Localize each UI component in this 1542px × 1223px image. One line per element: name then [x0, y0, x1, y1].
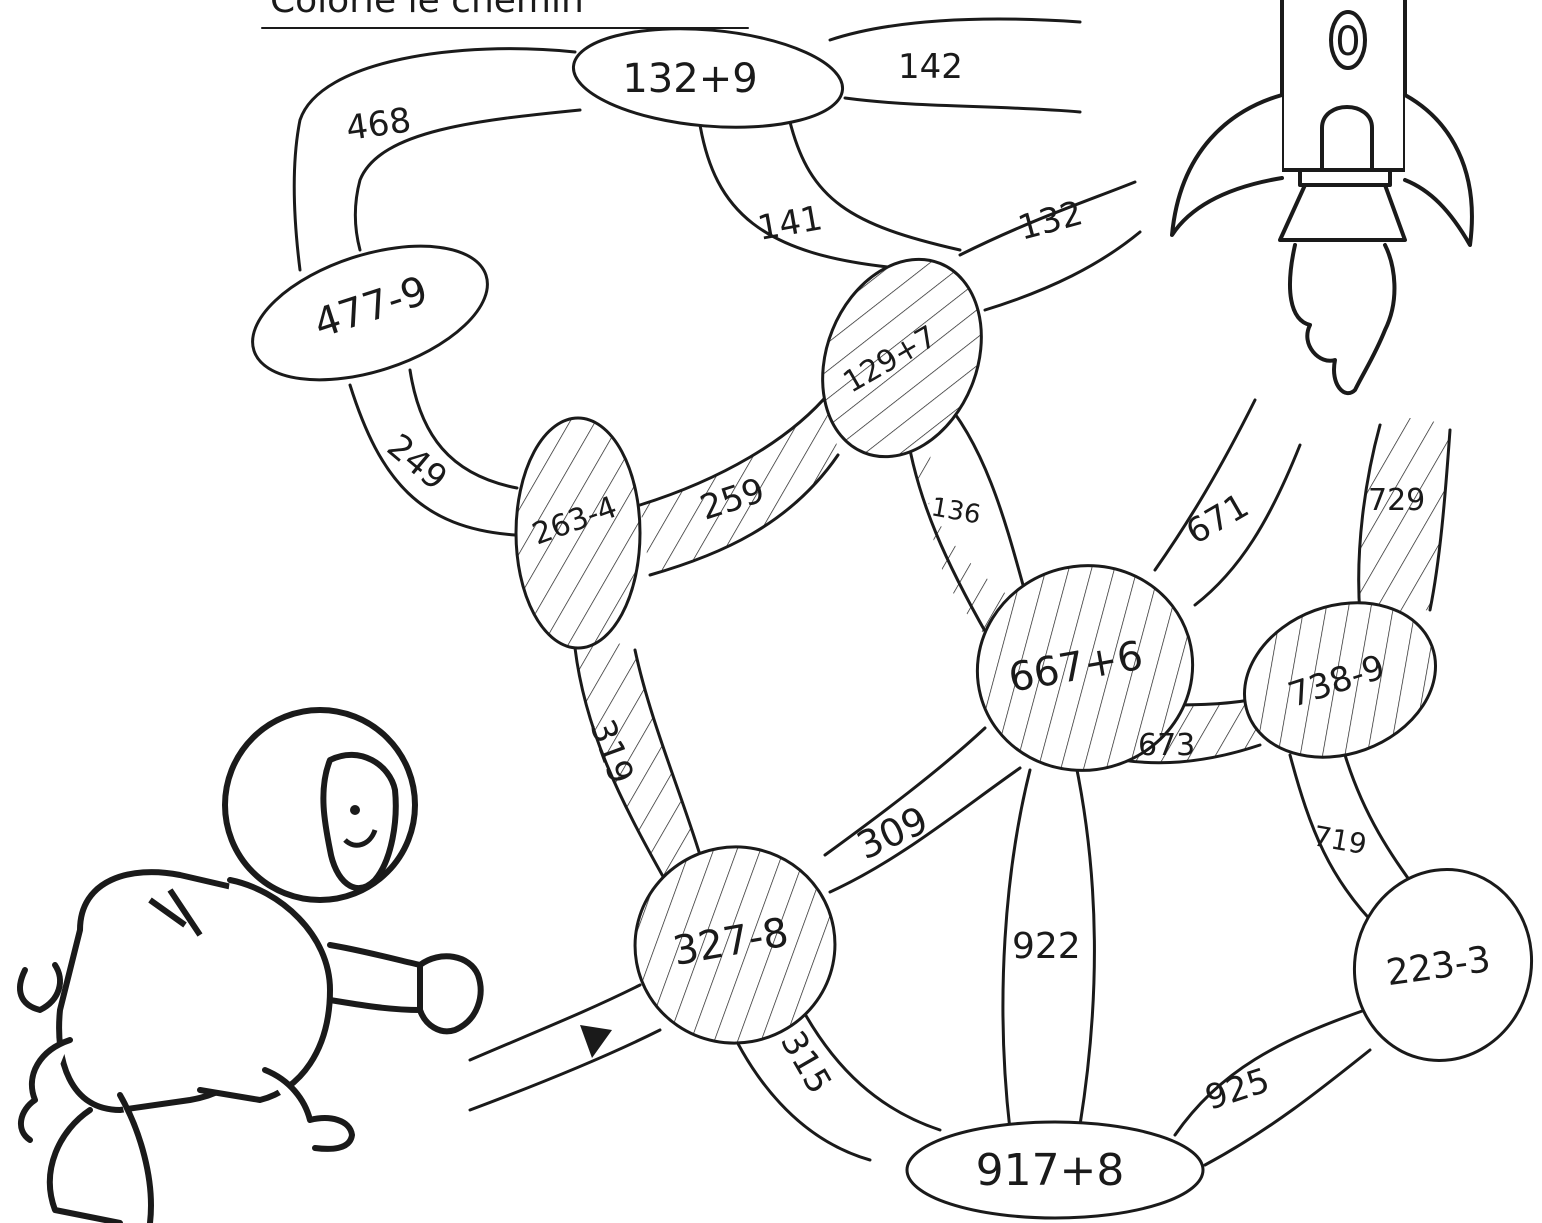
start-arrow-icon: [580, 1025, 612, 1058]
path-468-corridor: [294, 49, 580, 270]
worksheet-title: Colorie le chemin: [262, 0, 748, 28]
path-label: 132: [1014, 193, 1087, 248]
path-label: 671: [1180, 486, 1256, 553]
astronaut-icon: [20, 710, 481, 1223]
rocket-label: 0: [1335, 19, 1360, 65]
path-label: 249: [379, 426, 454, 498]
path-label: 922: [1012, 926, 1081, 967]
path-label: 925: [1200, 1060, 1274, 1118]
path-label: 719: [1311, 819, 1369, 861]
path-309-corridor: [825, 728, 1020, 892]
path-label: 142: [898, 47, 963, 87]
entry-corridor: [470, 985, 660, 1110]
path-label: 315: [772, 1025, 839, 1101]
path-label: 729: [1368, 483, 1425, 518]
svg-text:Colorie le chemin: Colorie le chemin: [270, 0, 584, 21]
path-label: 141: [755, 198, 826, 249]
rocket-icon: 0: [1172, 0, 1472, 393]
path-141-corridor: [700, 122, 960, 268]
node-label: 917+8: [976, 1145, 1125, 1196]
path-label: 673: [1138, 728, 1195, 763]
node-label: 132+9: [622, 56, 757, 102]
